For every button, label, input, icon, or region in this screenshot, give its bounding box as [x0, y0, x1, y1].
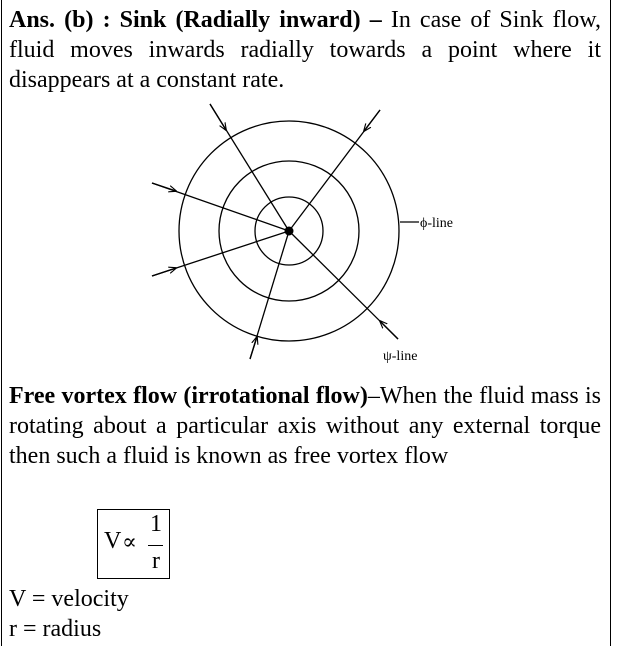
answer-label: Ans. (b) : Sink (Radially inward) –: [9, 7, 382, 33]
streamline-arrow: [380, 321, 399, 340]
equipotential-circle-outer: [178, 120, 400, 342]
streamline-arrow: [249, 337, 257, 360]
formula-lhs: V: [104, 528, 122, 554]
definition-radius: r = radius: [9, 616, 102, 642]
free-vortex-paragraph: Free vortex flow (irrotational flow)–Whe…: [9, 381, 601, 471]
formula-numerator: 1: [150, 511, 162, 537]
answer-text: In case of Sink flow, fluid moves inward…: [9, 7, 601, 93]
streamline-arrow: [151, 182, 176, 191]
free-vortex-text: –When the fluid mass is rotating about a…: [9, 383, 601, 469]
streamline-arrow: [151, 268, 176, 277]
free-vortex-heading: Free vortex flow (irrotational flow): [9, 383, 368, 409]
phi-line-label: ϕ-line: [420, 216, 453, 231]
streamline-arrow: [209, 103, 226, 130]
page-border-right: [610, 0, 611, 646]
streamline-arrow: [364, 109, 381, 131]
equipotential-circle-middle: [218, 160, 360, 302]
sink-point: [284, 226, 294, 236]
page-border-left: [1, 0, 2, 646]
answer-paragraph: Ans. (b) : Sink (Radially inward) – In c…: [9, 5, 601, 95]
proportional-symbol: ∝: [122, 529, 137, 554]
equipotential-circle-inner: [254, 196, 324, 266]
formula-box: V ∝ 1 r: [97, 509, 170, 579]
formula-denominator: r: [152, 548, 160, 574]
definition-velocity: V = velocity: [9, 586, 129, 612]
fraction-bar: [148, 545, 163, 546]
psi-line-label: ψ-line: [383, 349, 417, 364]
